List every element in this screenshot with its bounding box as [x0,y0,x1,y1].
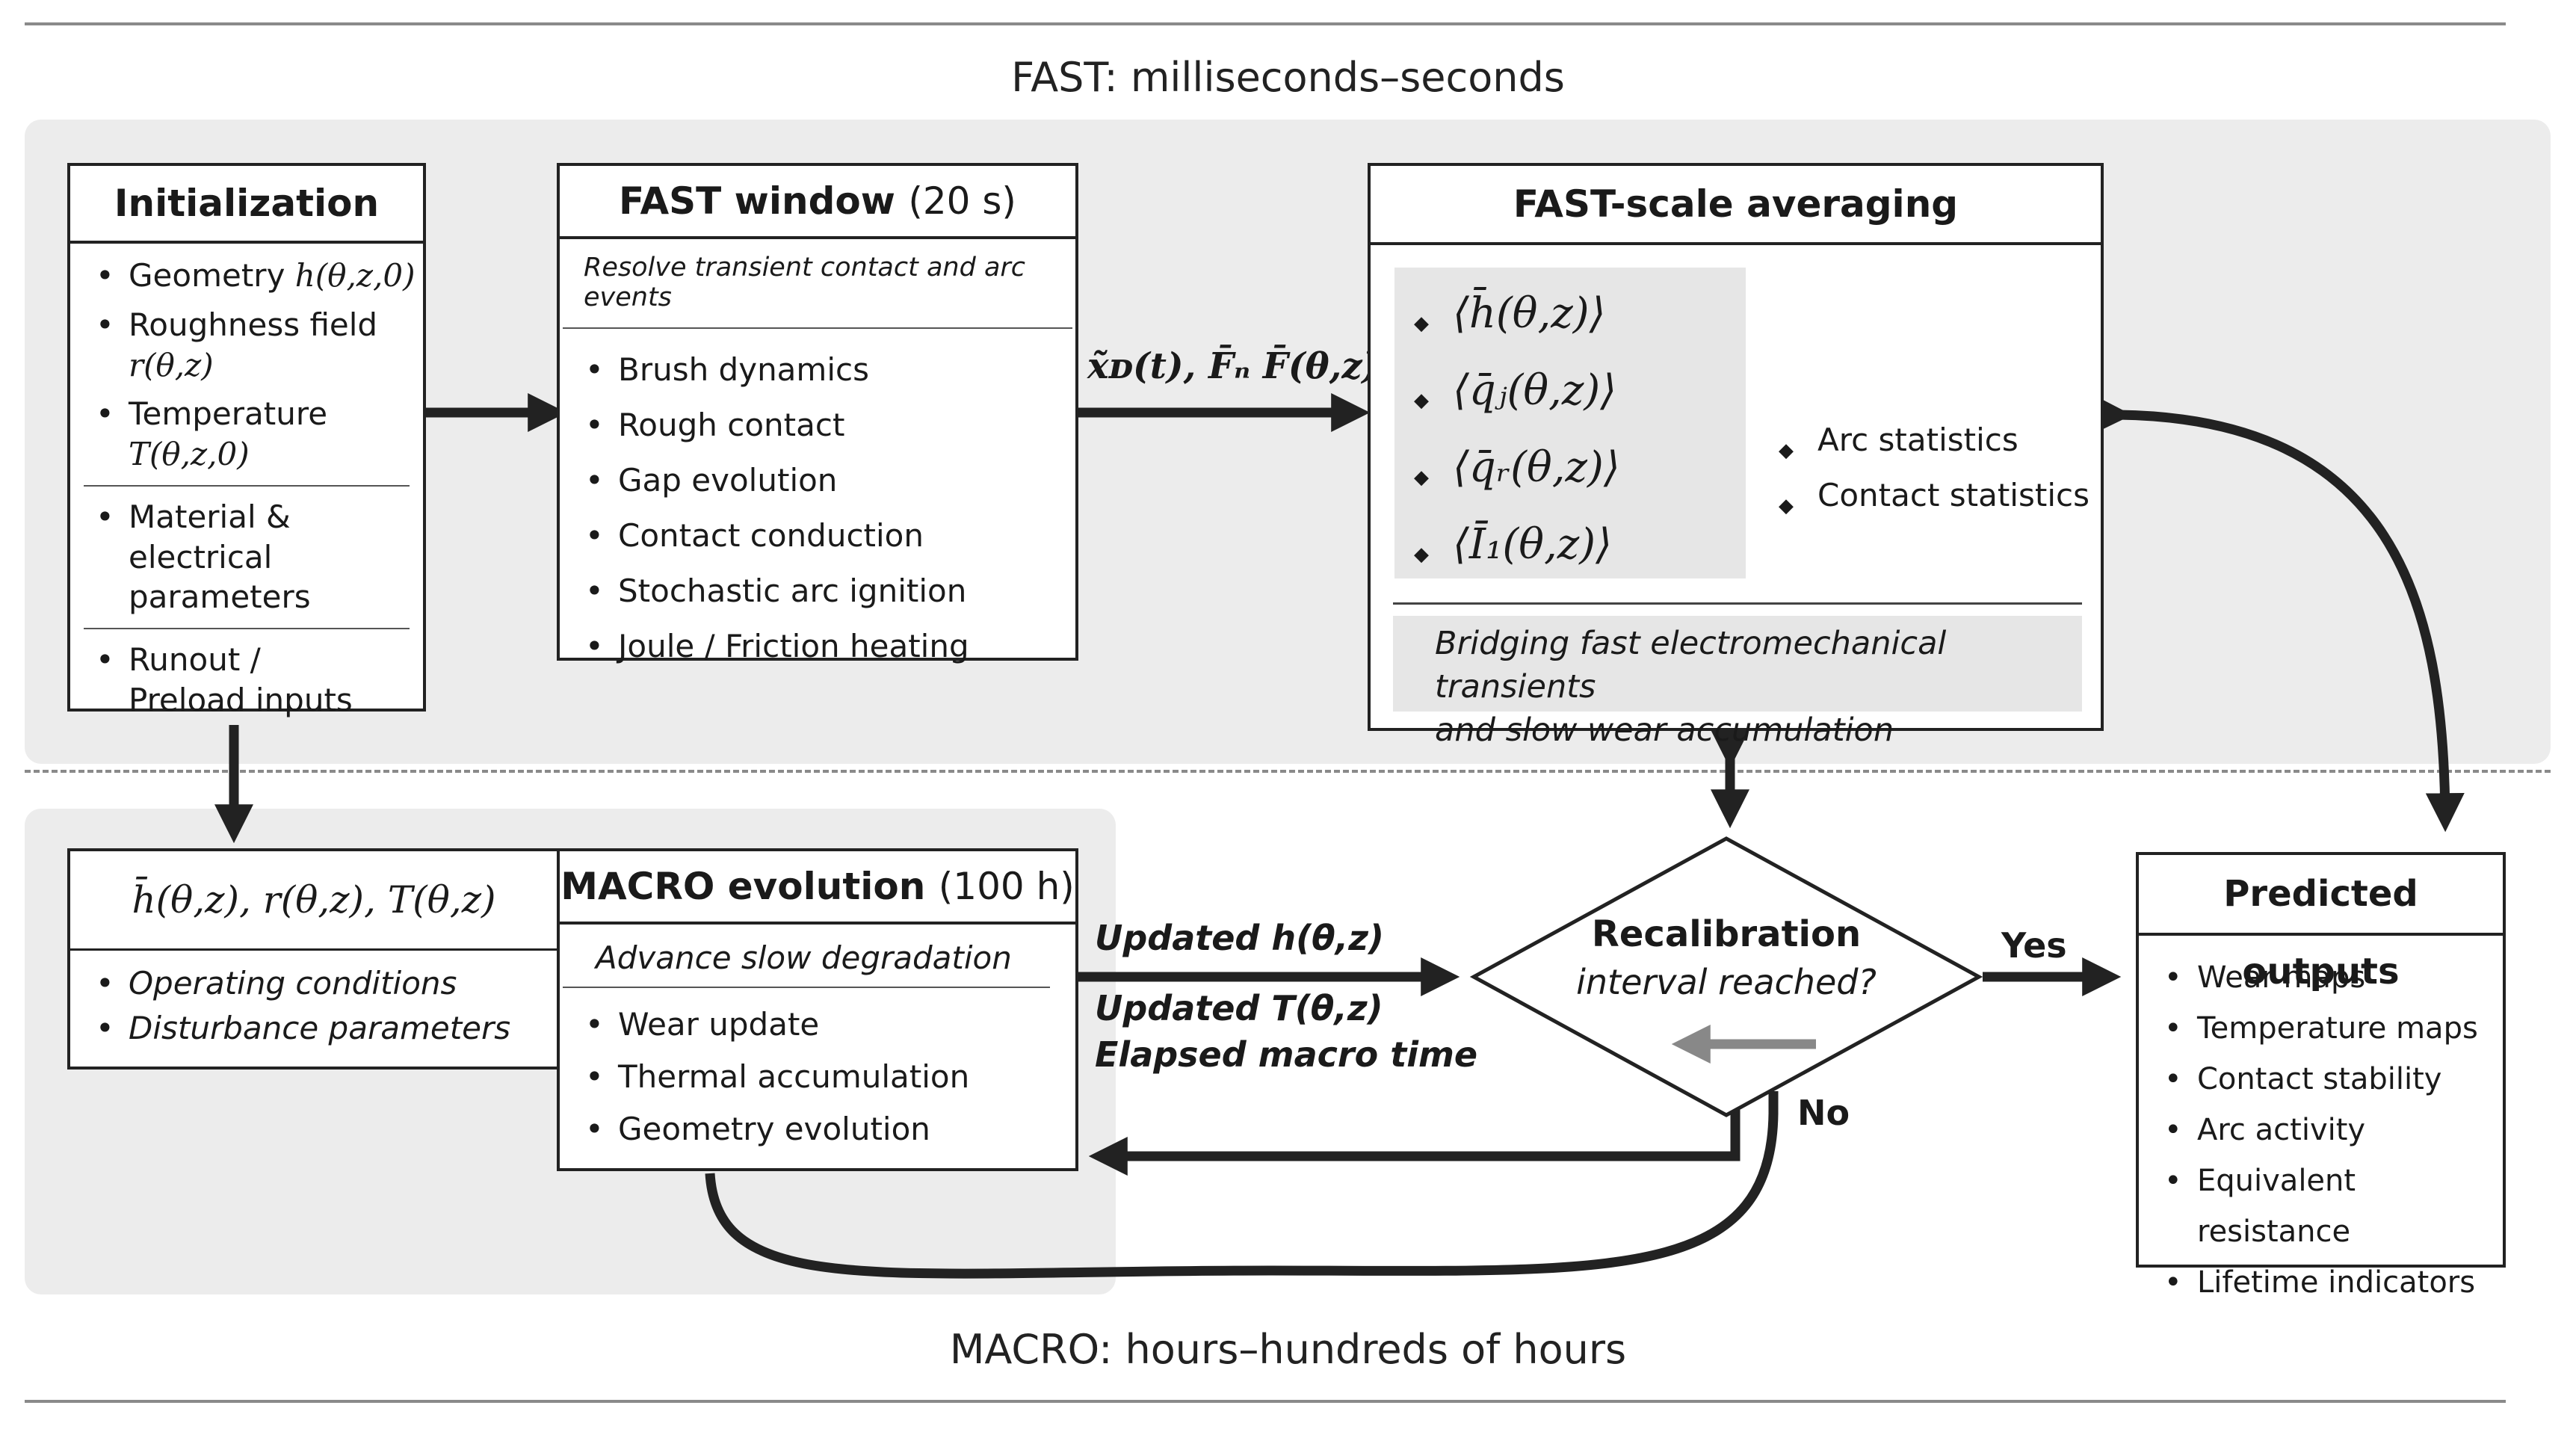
initialization-list-3: Runout / Preload inputs [70,640,423,720]
macro-link-label-1: Updated h(θ,z) [1095,918,1385,958]
averaging-separator [1393,602,2082,605]
fast-window-list: Brush dynamics Rough contact Gap evoluti… [560,342,1075,674]
fast-item: Brush dynamics [560,342,1075,398]
macro-item: Thermal accumulation [560,1051,1075,1103]
fast-band-title: FAST: milliseconds–seconds [1011,54,1565,101]
fast-window-title-text: FAST window [619,179,895,223]
output-item: Lifetime indicators [2139,1257,2503,1308]
fast-window-duration: (20 s) [908,179,1016,223]
macro-evolution-title-text: MACRO evolution [560,865,926,908]
decision-diamond [1469,836,1983,1117]
fast-item: Gap evolution [560,453,1075,508]
output-item: Contact stability [2139,1054,2503,1105]
fast-item: Contact conduction [560,508,1075,564]
macro-item: Geometry evolution [560,1103,1075,1155]
init-item-roughness-math: r(θ,z) [129,346,214,383]
macro-evolution-head-rule [560,922,1075,925]
top-rule [25,22,2506,25]
init-item-geometry-math: h(θ,z,0) [294,257,416,294]
bottom-rule [25,1400,2506,1403]
initialization-box: Initialization Geometry h(θ,z,0) Roughne… [67,163,426,718]
arrow-decision-to-macro [1088,1110,1741,1176]
decision-line2: interval reached? [1576,962,1877,1002]
macro-evolution-subtitle: Advance slow degradation [563,922,1050,988]
initialization-title: Initialization [70,166,423,244]
init-item-geometry-text: Geometry [129,257,285,294]
initialization-list-2: Material & electrical parameters [70,497,423,617]
macro-item: Wear update [560,999,1075,1051]
macro-evolution-box: MACRO evolution (100 h) Advance slow deg… [557,848,1078,1171]
average-item: ⟨q̄ᵣ(θ,z)⟩ [1394,429,1746,516]
stat-item: Arc statistics [1759,413,2095,478]
predicted-outputs-list: Wear maps Temperature maps Contact stabi… [2139,952,2503,1308]
output-item: Wear maps [2139,952,2503,1003]
decision-no-label: No [1797,1093,1850,1133]
bridging-note-line2: and slow wear accumulation [1435,712,1894,749]
initialization-list: Geometry h(θ,z,0) Roughness fieldr(θ,z) … [70,256,423,475]
fast-item: Stochastic arc ignition [560,564,1075,619]
fast-window-subtitle: Resolve transient contact and arc events [563,239,1072,329]
arrow-averaging-outputs [2092,395,2465,833]
macro-link-label-2: Updated T(θ,z) [1095,988,1383,1028]
macro-link-label-3: Elapsed macro time [1095,1034,1478,1075]
averages-list: ⟨h̄(θ,z)⟩ ⟨q̄ⱼ(θ,z)⟩ ⟨q̄ᵣ(θ,z)⟩ ⟨Ī₁(θ,z… [1394,268,1746,593]
init-separator-1 [84,484,410,487]
average-item: ⟨h̄(θ,z)⟩ [1394,275,1746,362]
init-separator-2 [84,628,410,629]
predicted-outputs-title: Predicted outputs [2139,855,2503,993]
macro-evolution-title: MACRO evolution (100 h) [560,851,1075,922]
statistics-list: Arc statistics Contact statistics [1759,413,2095,534]
average-item: ⟨Ī₁(θ,z)⟩ [1394,506,1746,593]
timescale-divider [25,770,2551,773]
averages-panel: ⟨h̄(θ,z)⟩ ⟨q̄ⱼ(θ,z)⟩ ⟨q̄ᵣ(θ,z)⟩ ⟨Ī₁(θ,z… [1394,268,1746,593]
fast-window-box: FAST window (20 s) Resolve transient con… [557,163,1078,674]
bridging-note-line1: Bridging fast electromechanical transien… [1435,625,1947,706]
averaging-box: FAST-scale averaging ⟨h̄(θ,z)⟩ ⟨q̄ⱼ(θ,z)… [1368,163,2104,749]
macro-evolution-duration: (100 h) [938,865,1075,908]
decision-line1: Recalibration [1591,913,1862,955]
init-item-temperature-math: T(θ,z,0) [129,436,250,472]
state-box: h̄(θ,z), r(θ,z), T(θ,z) Operating condit… [67,848,560,1070]
stat-item: Contact statistics [1759,468,2095,534]
averaging-title: FAST-scale averaging [1371,166,2101,245]
bridging-note: Bridging fast electromechanical transien… [1393,616,2082,749]
macro-loop-curve [705,1091,1779,1279]
init-item-temperature-text: Temperature [129,395,328,433]
output-item: Temperature maps [2139,1003,2503,1054]
init-item-runout: Runout / Preload inputs [70,640,423,720]
init-item-geometry: Geometry h(θ,z,0) [70,256,423,296]
macro-band-title: MACRO: hours–hundreds of hours [949,1326,1627,1373]
macro-evolution-list: Wear update Thermal accumulation Geometr… [560,999,1075,1155]
state-list: Operating conditions Disturbance paramet… [70,961,557,1051]
init-item-roughness-text: Roughness field [129,306,378,343]
output-item: Equivalent resistance [2139,1155,2503,1257]
output-item: Arc activity [2139,1105,2503,1155]
state-item: Disturbance parameters [70,1006,557,1051]
predicted-outputs-box: Predicted outputs Wear maps Temperature … [2136,852,2506,1308]
fast-item: Joule / Friction heating [560,619,1075,674]
average-item: ⟨q̄ⱼ(θ,z)⟩ [1394,352,1746,439]
fast-window-title: FAST window (20 s) [560,166,1075,239]
decision-yes-label: Yes [2001,925,2067,966]
state-title: h̄(θ,z), r(θ,z), T(θ,z) [70,851,557,951]
fast-link-label: x̃ᴅ(t), F̄ₙ F̄(θ,z) [1087,345,1380,387]
init-item-material: Material & electrical parameters [70,497,423,617]
decision-text: Recalibration interval reached? [1525,910,1928,1006]
fast-item: Rough contact [560,398,1075,453]
state-item: Operating conditions [70,961,557,1006]
